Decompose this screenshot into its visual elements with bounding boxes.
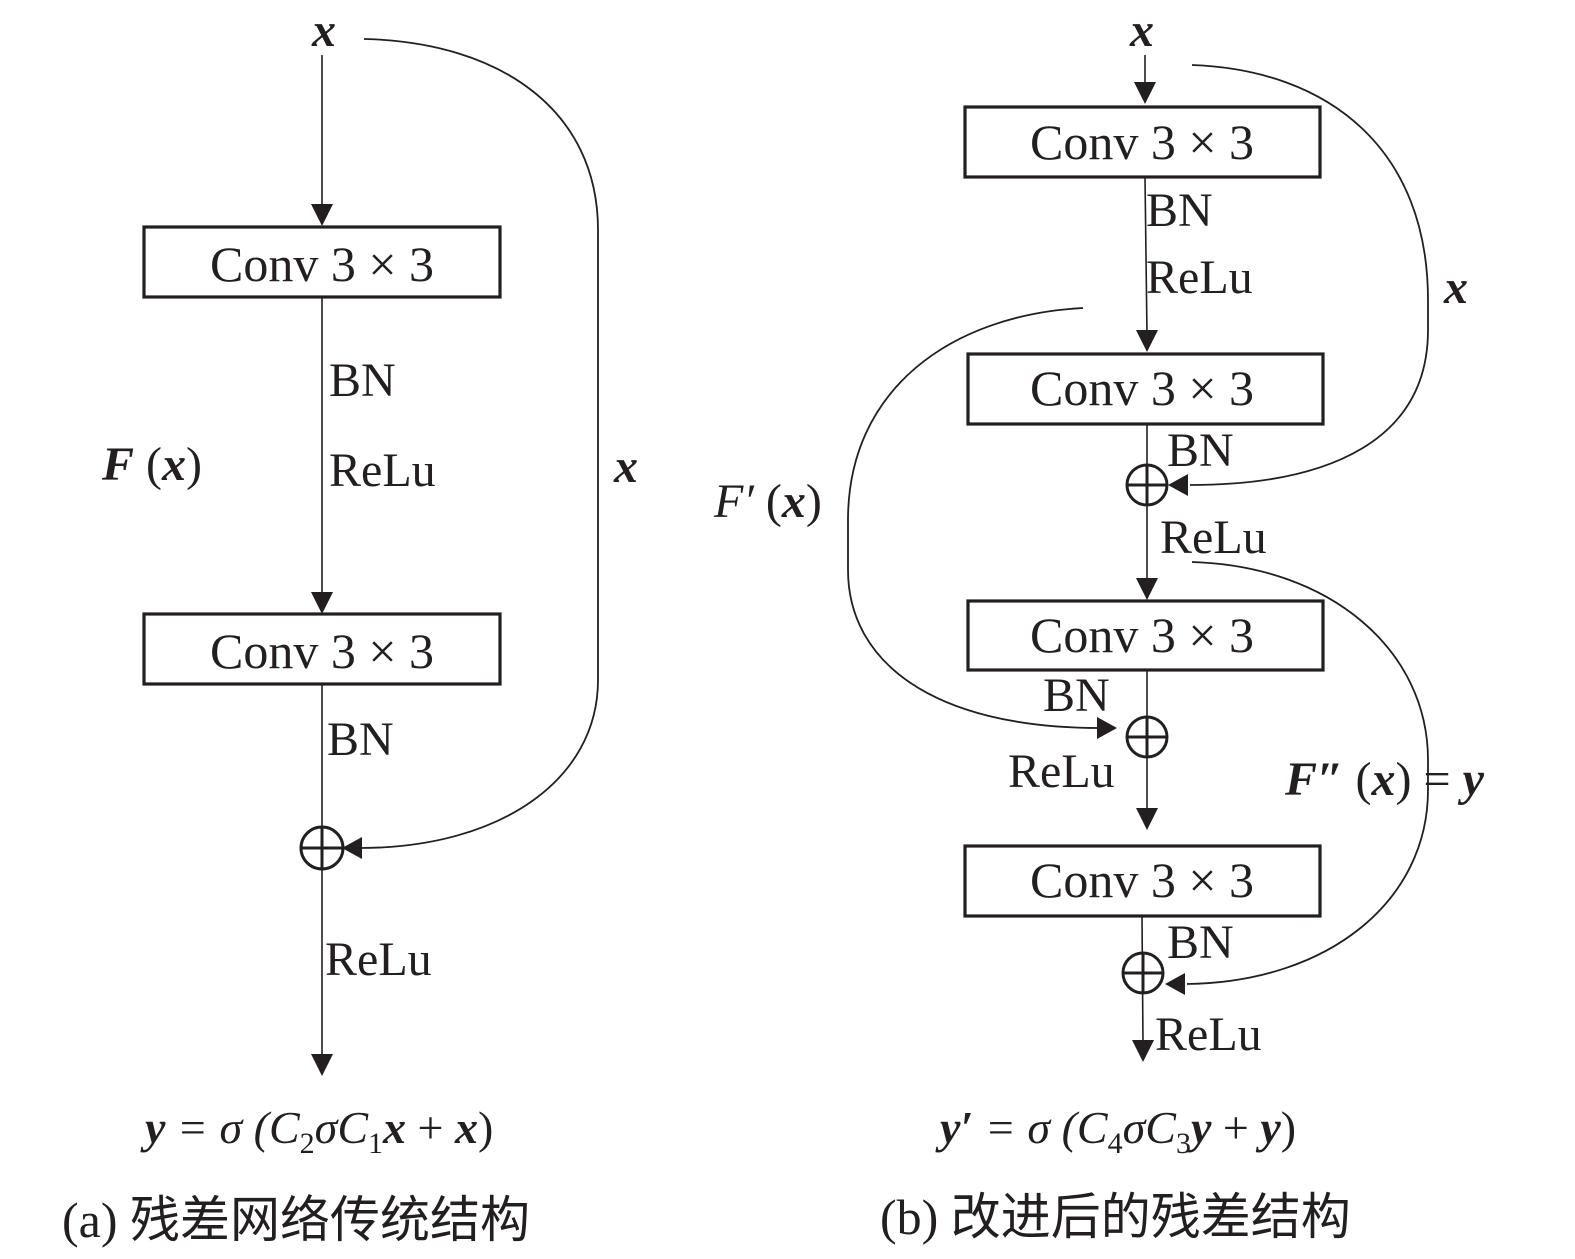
panel-b-op-bn-4: BN <box>1167 916 1234 969</box>
panel-b-sum-node-2 <box>1125 715 1169 759</box>
arrow-down-icon <box>311 204 333 226</box>
panel-a-skip-connection <box>359 38 599 849</box>
panel-a-equation: y = σ (C2σC1x + x) <box>140 1102 493 1160</box>
panel-a-caption: (a) 残差网络传统结构 <box>62 1192 530 1248</box>
panel-b-skip-x: x <box>1443 261 1468 314</box>
panel-b-conv-block-3 <box>966 599 1325 672</box>
panel-b-residual-label-2: F″ (x) = y <box>1284 753 1485 806</box>
panel-b-input-x: x <box>1129 4 1154 57</box>
panel-b-conv-label-1: Conv 3 × 3 <box>1030 114 1254 170</box>
panel-b-conv-block-1 <box>963 105 1322 179</box>
panel-a-conv-block-2 <box>142 612 502 686</box>
panel-a-traditional-residual: x Conv 3 × 3 BN ReLu F (x) Conv 3 × 3 BN… <box>62 4 638 1248</box>
panel-b-skip-connection-x <box>1189 64 1429 486</box>
panel-b-op-bn-2: BN <box>1167 424 1234 477</box>
arrow-left-icon <box>342 837 362 859</box>
arrow-down-icon <box>1136 330 1158 352</box>
panel-b-op-relu-3: ReLu <box>1008 745 1115 798</box>
panel-a-op-relu-1: ReLu <box>329 444 436 497</box>
panel-b-wire-1 <box>1144 176 1148 336</box>
panel-a-residual-label: F (x) <box>101 438 202 491</box>
panel-a-conv-label-2: Conv 3 × 3 <box>210 623 434 679</box>
panel-b-equation: y′ = σ (C4σC3y + y) <box>935 1102 1296 1160</box>
panel-a-op-bn-1: BN <box>329 354 396 407</box>
arrow-down-icon <box>1136 808 1158 830</box>
panel-b-conv-block-2 <box>966 352 1325 426</box>
panel-a-op-bn-2: BN <box>327 713 394 766</box>
panel-a-skip-x: x <box>613 440 638 493</box>
arrow-down-icon <box>1134 82 1156 104</box>
panel-b-op-bn-1: BN <box>1146 184 1213 237</box>
arrow-down-icon <box>1136 578 1158 600</box>
arrow-left-icon <box>1165 973 1185 995</box>
panel-b-skip-connection-f2 <box>1186 561 1429 985</box>
panel-b-op-relu-2: ReLu <box>1160 511 1267 564</box>
arrow-left-icon <box>1168 474 1188 496</box>
panel-b-caption: (b) 改进后的残差结构 <box>880 1189 1351 1245</box>
panel-b-conv-block-4 <box>963 844 1322 918</box>
arrow-down-icon <box>1132 1040 1154 1062</box>
panel-a-op-relu-2: ReLu <box>325 933 432 986</box>
panel-b-conv-label-4: Conv 3 × 3 <box>1030 852 1254 908</box>
panel-b-conv-label-3: Conv 3 × 3 <box>1030 607 1254 663</box>
panel-a-conv-label-1: Conv 3 × 3 <box>210 236 434 292</box>
panel-b-improved-residual: x Conv 3 × 3 BN ReLu Conv 3 × 3 BN ReLu … <box>713 4 1485 1245</box>
panel-b-op-relu-4: ReLu <box>1155 1008 1262 1061</box>
panel-b-op-bn-3: BN <box>1043 669 1110 722</box>
panel-b-residual-label-1: F′ (x) <box>713 475 822 528</box>
arrow-right-icon <box>1097 717 1117 739</box>
panel-b-skip-connection-f1 <box>847 307 1101 729</box>
arrow-down-icon <box>311 592 333 614</box>
panel-b-conv-label-2: Conv 3 × 3 <box>1030 360 1254 416</box>
panel-b-sum-node-3 <box>1121 951 1165 995</box>
panel-a-sum-node <box>299 825 345 871</box>
panel-b-op-relu-1: ReLu <box>1146 251 1253 304</box>
panel-b-sum-node-1 <box>1125 463 1169 507</box>
arrow-down-icon <box>311 1054 333 1076</box>
panel-a-input-x: x <box>311 4 336 57</box>
